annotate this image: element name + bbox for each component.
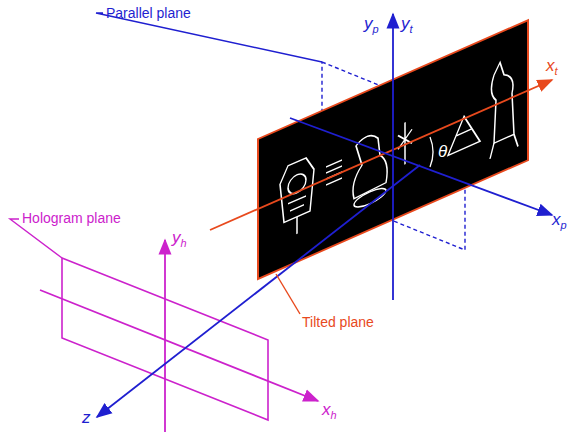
axis-label: xt: [546, 56, 558, 76]
axis-label: yt: [401, 14, 413, 34]
xh-axis: [40, 290, 318, 401]
plane-name: Hologram plane: [22, 210, 121, 226]
xt-axis: [210, 80, 552, 230]
axis-label: xp: [552, 210, 567, 230]
y-axis: [392, 14, 394, 300]
angle-label: θ: [438, 142, 447, 162]
axis-label: z: [82, 408, 91, 428]
leader-line: [276, 274, 300, 314]
plane-name: Tilted plane: [302, 314, 374, 330]
axis-label: yh: [172, 228, 187, 248]
plane-name: Parallel plane: [106, 5, 191, 21]
z-axis: [97, 165, 420, 417]
angle-arc: [430, 137, 433, 167]
xp-axis: [290, 118, 552, 215]
egyptian-figures: [280, 55, 518, 252]
axis-label: xh: [322, 400, 337, 420]
axis-label: yp: [364, 14, 379, 34]
yh-axis: [164, 240, 166, 432]
